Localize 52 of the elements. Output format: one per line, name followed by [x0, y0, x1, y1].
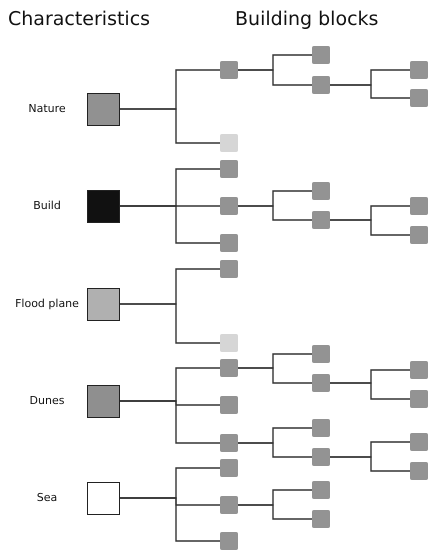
building-block-square	[220, 459, 238, 477]
building-block-square	[220, 61, 238, 79]
connector-line	[120, 497, 220, 542]
building-block-square	[312, 46, 330, 64]
building-block-square	[220, 234, 238, 252]
connector-line	[330, 84, 410, 99]
connector-line	[330, 382, 410, 400]
characteristic-label: Dunes	[28, 394, 66, 407]
building-block-square	[410, 361, 428, 379]
building-block-square	[220, 396, 238, 414]
column-heading: Characteristics	[8, 8, 150, 30]
characteristic-label: Flood plane	[14, 297, 80, 310]
building-block-square	[220, 197, 238, 215]
building-block-square	[220, 134, 238, 152]
building-block-square	[410, 197, 428, 215]
building-block-square	[312, 374, 330, 392]
building-block-square	[220, 496, 238, 514]
connector-line	[238, 504, 312, 520]
building-block-square	[312, 481, 330, 499]
connector-line	[120, 400, 220, 444]
characteristic-label: Build	[32, 199, 62, 212]
connector-line	[120, 303, 220, 344]
building-block-square	[410, 61, 428, 79]
connector-line	[238, 442, 312, 458]
building-block-square	[220, 532, 238, 550]
building-block-square	[312, 211, 330, 229]
building-block-square	[410, 226, 428, 244]
building-block-square	[220, 334, 238, 352]
connector-line	[238, 367, 312, 384]
characteristic-label: Nature	[27, 102, 67, 115]
characteristic-label: Sea	[36, 491, 58, 504]
building-block-square	[312, 182, 330, 200]
building-block-square	[312, 419, 330, 437]
building-block-square	[312, 448, 330, 466]
building-block-square	[410, 433, 428, 451]
connector-line	[238, 69, 312, 86]
connector-line	[120, 108, 220, 144]
building-block-square	[220, 160, 238, 178]
building-block-square	[410, 89, 428, 107]
building-block-square	[410, 390, 428, 408]
column-heading: Building blocks	[235, 8, 378, 30]
building-block-square	[410, 462, 428, 480]
connector-line	[330, 456, 410, 472]
building-block-square	[220, 359, 238, 377]
connector-line	[238, 205, 312, 221]
building-block-square	[312, 345, 330, 363]
connector-line	[120, 205, 220, 244]
building-block-square	[312, 510, 330, 528]
building-block-square	[220, 260, 238, 278]
building-block-square	[220, 434, 238, 452]
building-block-square	[312, 76, 330, 94]
connector-line	[330, 219, 410, 236]
